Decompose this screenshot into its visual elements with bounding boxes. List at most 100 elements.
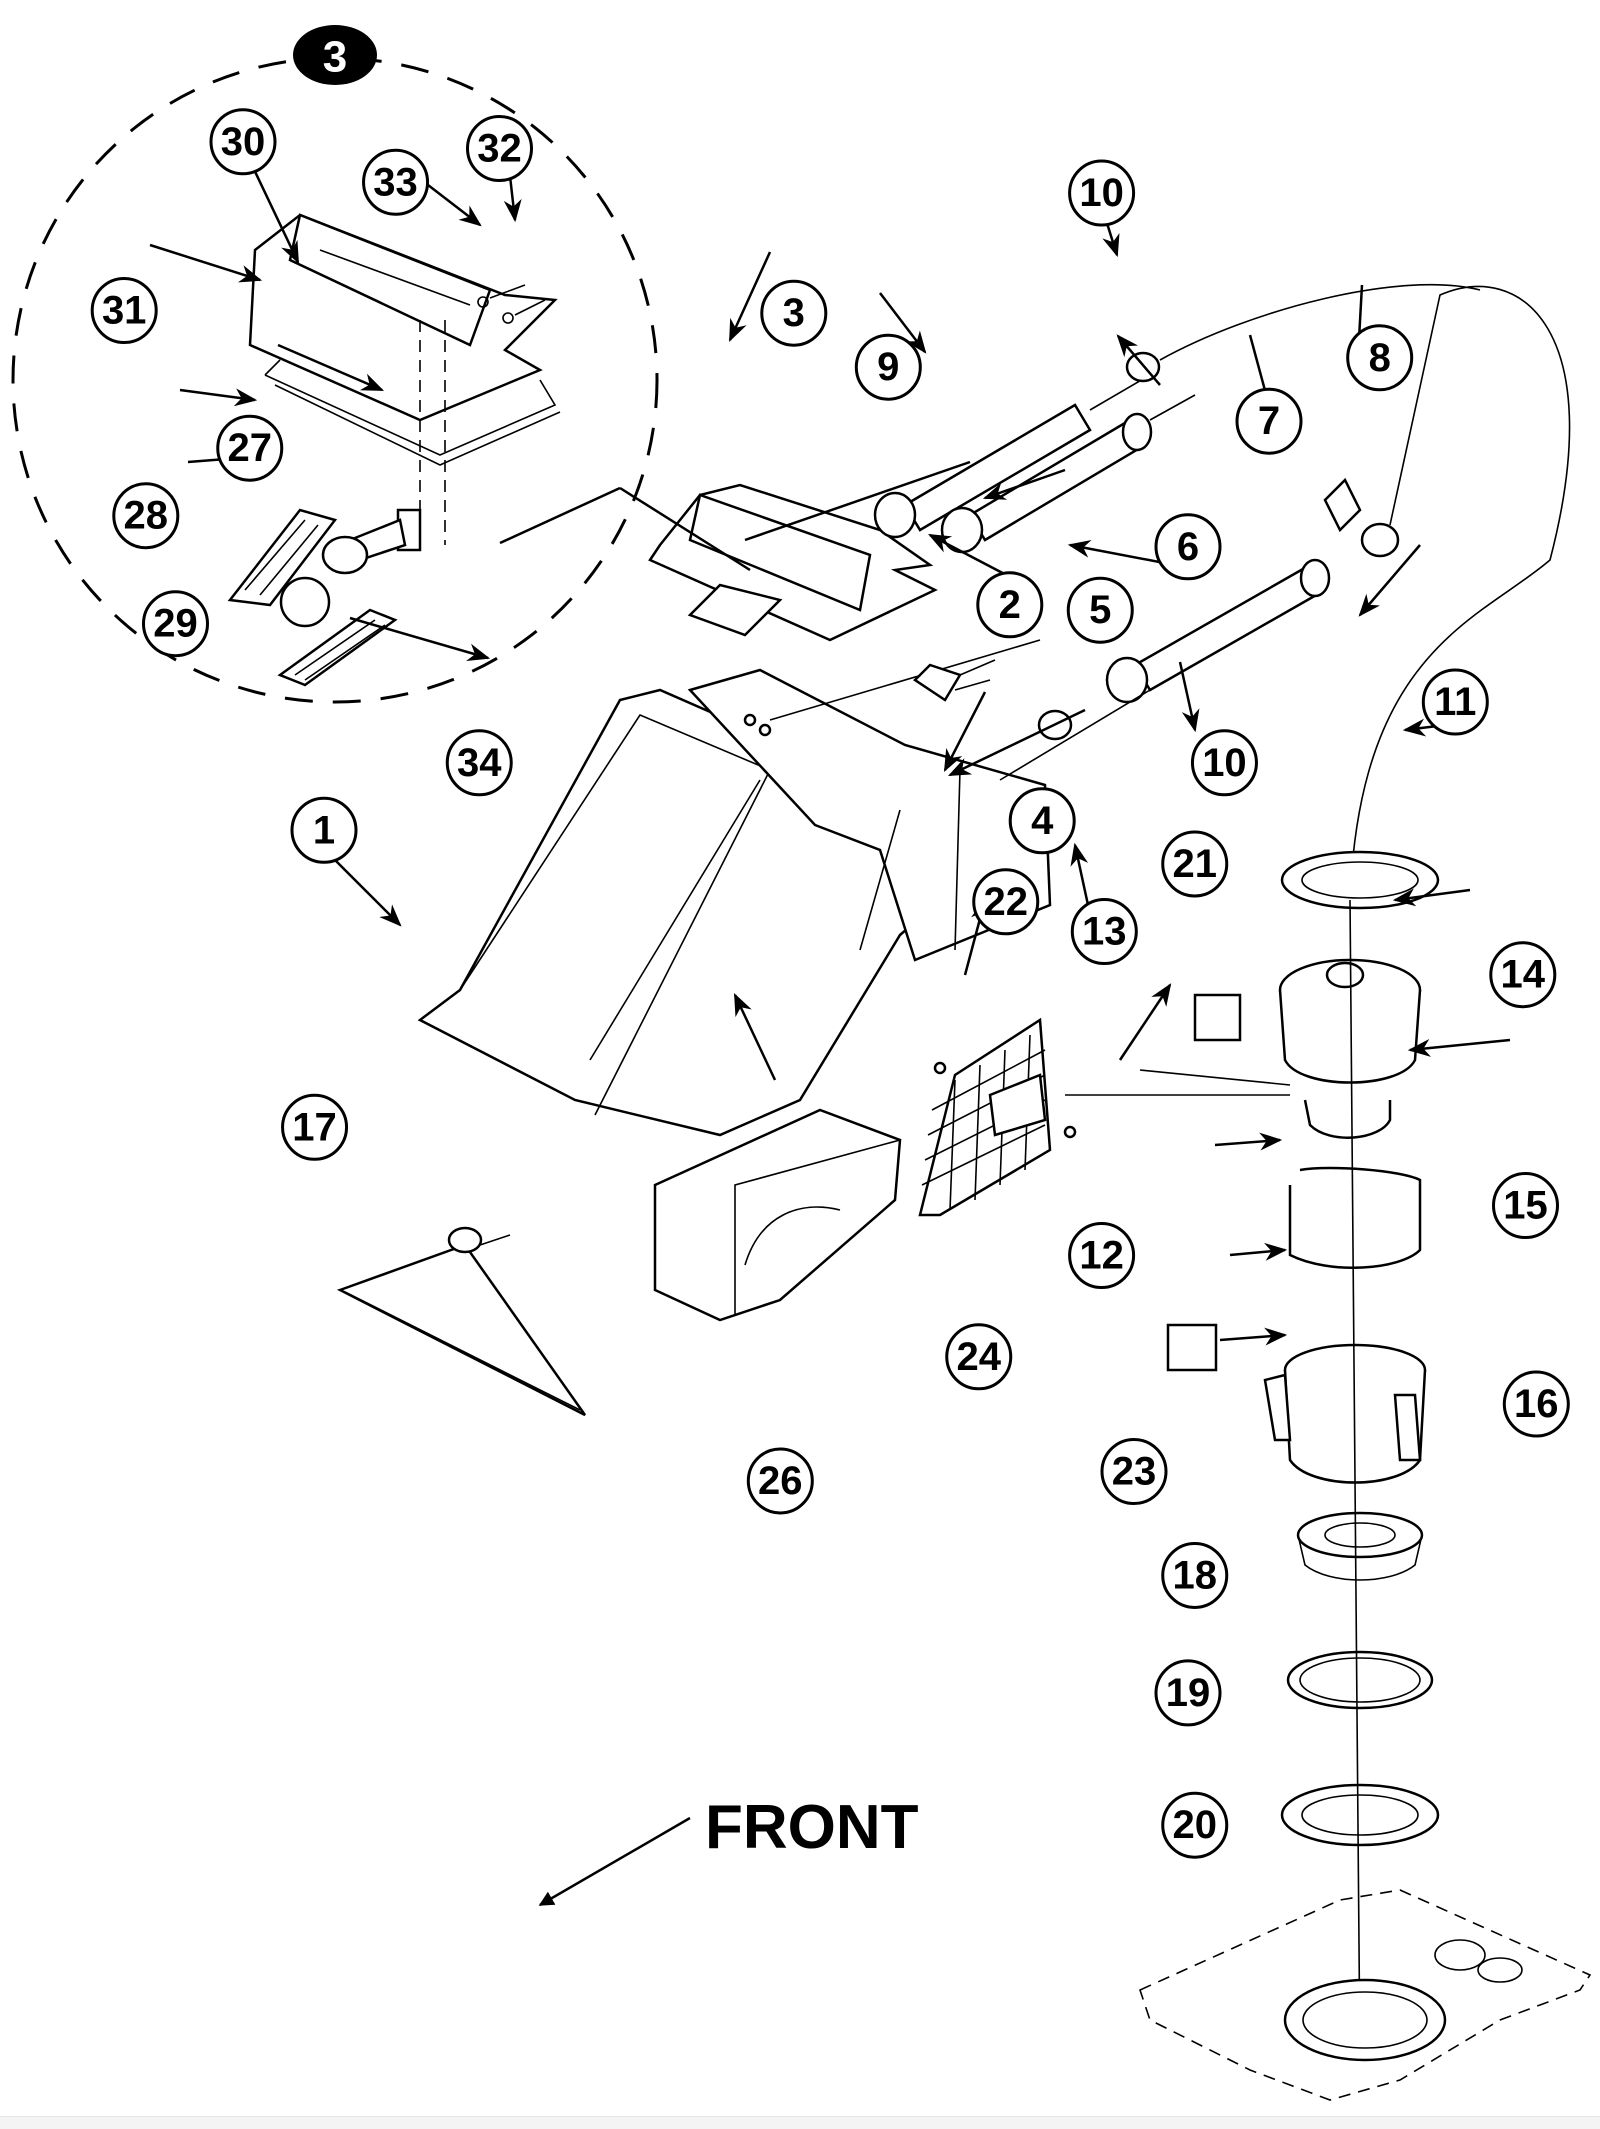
callout-30[interactable]: 30 [209, 108, 277, 176]
callout-circle [216, 414, 284, 482]
callout-circle [1068, 159, 1136, 227]
callout-circle [281, 1093, 349, 1161]
callout-label: 14 [1501, 953, 1546, 997]
callout-label: 24 [957, 1335, 1002, 1379]
callout-label: 13 [1082, 910, 1127, 954]
callout-2[interactable]: 2 [976, 571, 1044, 639]
front-label: FRONT [705, 1793, 919, 1862]
callout-10-top[interactable]: 10 [1068, 159, 1136, 227]
callout-3[interactable]: 3 [760, 279, 828, 347]
part-vacuum-motor-14 [1065, 958, 1422, 1139]
callout-15[interactable]: 15 [1492, 1172, 1559, 1240]
callout-7[interactable]: 7 [1235, 387, 1303, 455]
callout-label: 2 [999, 583, 1021, 627]
callout-1[interactable]: 1 [290, 796, 358, 864]
callout-label: 20 [1173, 1803, 1218, 1847]
callout-6[interactable]: 6 [1154, 513, 1222, 581]
callout-34[interactable]: 34 [445, 729, 513, 797]
callout-label: 32 [477, 127, 522, 171]
callout-17[interactable]: 17 [281, 1093, 349, 1161]
callout-20[interactable]: 20 [1161, 1791, 1229, 1859]
part-gasket-21 [1193, 993, 1242, 1042]
callout-label: 34 [457, 741, 502, 785]
callout-label: 23 [1112, 1450, 1157, 1494]
callout-label: 11 [1434, 680, 1476, 724]
callout-label: 29 [153, 602, 198, 646]
callout-label: 6 [1177, 525, 1199, 569]
callout-label: 15 [1503, 1184, 1548, 1228]
callout-label: 33 [373, 160, 418, 204]
leader-lines [149, 131, 1511, 1346]
callout-33[interactable]: 33 [362, 148, 430, 216]
inset-badge: 3 [293, 25, 377, 85]
callout-label: 5 [1089, 588, 1111, 632]
callout-label: 31 [102, 289, 147, 333]
callout-16[interactable]: 16 [1502, 1370, 1570, 1438]
callout-27[interactable]: 27 [216, 414, 284, 482]
callout-19[interactable]: 19 [1154, 1659, 1222, 1727]
callout-label: 10 [1079, 171, 1124, 215]
part-hose-6 [940, 394, 1196, 554]
callout-18[interactable]: 18 [1161, 1541, 1229, 1609]
callout-circle [1154, 1659, 1222, 1727]
callout-11[interactable]: 11 [1421, 668, 1489, 736]
callout-label: 19 [1166, 1671, 1211, 1715]
callout-28[interactable]: 28 [112, 482, 180, 550]
callout-circle [1161, 830, 1229, 898]
part-float-cage-28 [227, 508, 398, 687]
callout-label: 17 [292, 1105, 337, 1149]
callout-12[interactable]: 12 [1068, 1222, 1136, 1289]
callout-label: 16 [1514, 1382, 1559, 1426]
callout-23[interactable]: 23 [1100, 1438, 1168, 1505]
part-base-plate [1139, 1889, 1592, 2101]
callout-label: 7 [1258, 399, 1280, 443]
callout-label: 12 [1079, 1234, 1124, 1278]
part-seal-18 [1296, 1511, 1424, 1581]
part-cover-30 [248, 213, 558, 422]
callout-5[interactable]: 5 [1066, 576, 1134, 644]
callout-circle [209, 108, 277, 176]
callout-label: 22 [984, 880, 1029, 924]
callout-circle [1008, 787, 1076, 855]
callout-label: 4 [1031, 799, 1054, 843]
part-elbow-8 [1323, 477, 1400, 558]
part-manifold-17 [336, 1226, 587, 1417]
part-hose-7 [1105, 558, 1331, 704]
callout-31[interactable]: 31 [90, 277, 158, 344]
part-gasket-31 [264, 359, 561, 466]
inset-dashed-boundary [11, 56, 659, 704]
callout-32[interactable]: 32 [466, 115, 533, 182]
part-screw-2 [743, 713, 757, 727]
callout-4[interactable]: 4 [1008, 787, 1076, 855]
callout-circle [1492, 1172, 1559, 1240]
callout-10-bottom[interactable]: 10 [1190, 729, 1258, 797]
callout-circle [1190, 729, 1258, 797]
callout-circle [290, 796, 358, 864]
callout-circle [1161, 1791, 1229, 1859]
callout-circle [854, 333, 922, 401]
callout-21[interactable]: 21 [1161, 830, 1229, 898]
callout-22[interactable]: 22 [972, 868, 1040, 936]
callout-circle [972, 868, 1040, 936]
callout-14[interactable]: 14 [1489, 941, 1557, 1009]
part-nut-13 [933, 1061, 947, 1075]
callout-29[interactable]: 29 [142, 590, 209, 658]
callout-26[interactable]: 26 [746, 1447, 814, 1515]
part-screws-32-33 [477, 284, 546, 324]
callout-9[interactable]: 9 [854, 333, 922, 401]
callout-8[interactable]: 8 [1346, 324, 1414, 392]
callout-label: 3 [783, 291, 805, 335]
callout-label: 28 [124, 494, 169, 538]
part-hose-9 [873, 374, 1151, 539]
callout-circle [90, 277, 158, 344]
callout-13[interactable]: 13 [1070, 898, 1138, 965]
callout-circle [466, 115, 533, 182]
callout-circle [1068, 1222, 1136, 1289]
vacuum-hose-line [1349, 285, 1571, 901]
callout-circle [1154, 513, 1222, 581]
callout-circle [1066, 576, 1134, 644]
callout-24[interactable]: 24 [945, 1323, 1013, 1391]
part-float-ball-29 [279, 576, 331, 628]
part-bracket-26 [653, 1108, 902, 1322]
